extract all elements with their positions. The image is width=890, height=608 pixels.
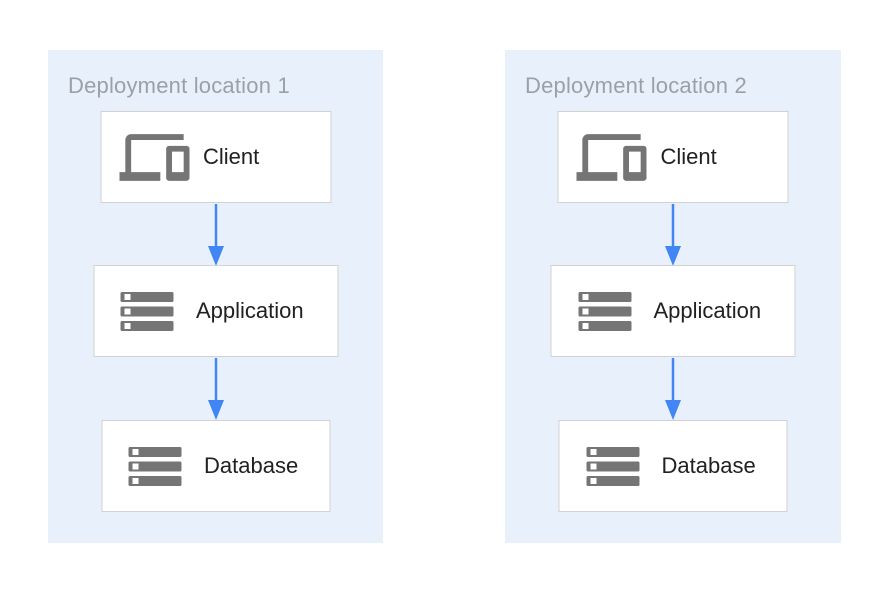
deployment-location-panel-2: Deployment location 2 Client — [505, 50, 841, 543]
flow-arrow — [207, 358, 224, 420]
node-label: Client — [203, 144, 260, 169]
devices-icon — [119, 133, 189, 181]
devices-icon — [576, 133, 647, 181]
client-node: Client — [100, 111, 331, 203]
deployment-location-panel-1: Deployment location 1 Client — [48, 50, 383, 543]
application-node: Application — [550, 265, 796, 357]
server-stack-icon — [578, 446, 648, 486]
arrow-head — [207, 400, 224, 420]
server-stack-icon — [570, 291, 640, 331]
node-label: Client — [660, 144, 717, 169]
flow-arrow — [207, 204, 224, 266]
node-label: Application — [653, 298, 762, 323]
database-node: Database — [558, 420, 788, 512]
arrow-head — [207, 246, 224, 266]
node-label: Database — [204, 453, 299, 478]
node-label: Database — [661, 453, 756, 478]
panel-title: Deployment location 1 — [68, 73, 290, 98]
panel-title: Deployment location 2 — [525, 73, 747, 98]
server-stack-icon — [112, 291, 182, 331]
flow-arrow — [665, 358, 681, 420]
node-label: Application — [196, 298, 304, 323]
arrow-head — [665, 400, 681, 420]
database-node: Database — [101, 420, 330, 512]
server-stack-icon — [120, 446, 190, 486]
client-node: Client — [557, 111, 789, 203]
application-node: Application — [93, 265, 338, 357]
arrow-head — [665, 246, 681, 266]
flow-arrow — [665, 204, 681, 266]
